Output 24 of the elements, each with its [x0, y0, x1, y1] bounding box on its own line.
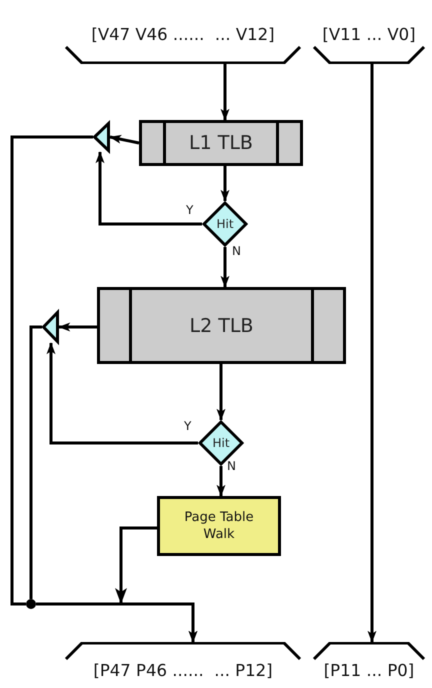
arrow: [216, 364, 226, 421]
arrow: [220, 247, 230, 288]
bit-range-label: [P11 ... P0]: [324, 660, 414, 682]
decision-diamond: Hit: [202, 201, 248, 247]
bit-range-label: [V11 ... V0]: [322, 24, 416, 46]
arrow: [368, 64, 376, 643]
junction-dot: [26, 599, 36, 609]
process-box: Page Table Walk: [157, 496, 281, 556]
edge-label: N: [232, 245, 241, 258]
arrow: [46, 342, 198, 444]
arrow: [220, 166, 230, 202]
edge-label: Y: [184, 420, 192, 433]
tlb-box: L2 TLB: [97, 287, 346, 364]
arrow: [96, 151, 202, 226]
multiplexer-triangle: [42, 311, 59, 343]
bit-range-label: [P47 P46 ...... ... P12]: [93, 660, 273, 682]
edge-label: Y: [186, 204, 194, 217]
arrow: [109, 134, 140, 144]
arrow: [216, 466, 226, 497]
multiplexer-triangle: [93, 122, 110, 152]
arrow: [58, 322, 97, 332]
bit-range-label: [V47 V46 ...... ... V12]: [91, 24, 275, 46]
arrow: [220, 64, 230, 121]
tlb-box: L1 TLB: [139, 120, 303, 166]
